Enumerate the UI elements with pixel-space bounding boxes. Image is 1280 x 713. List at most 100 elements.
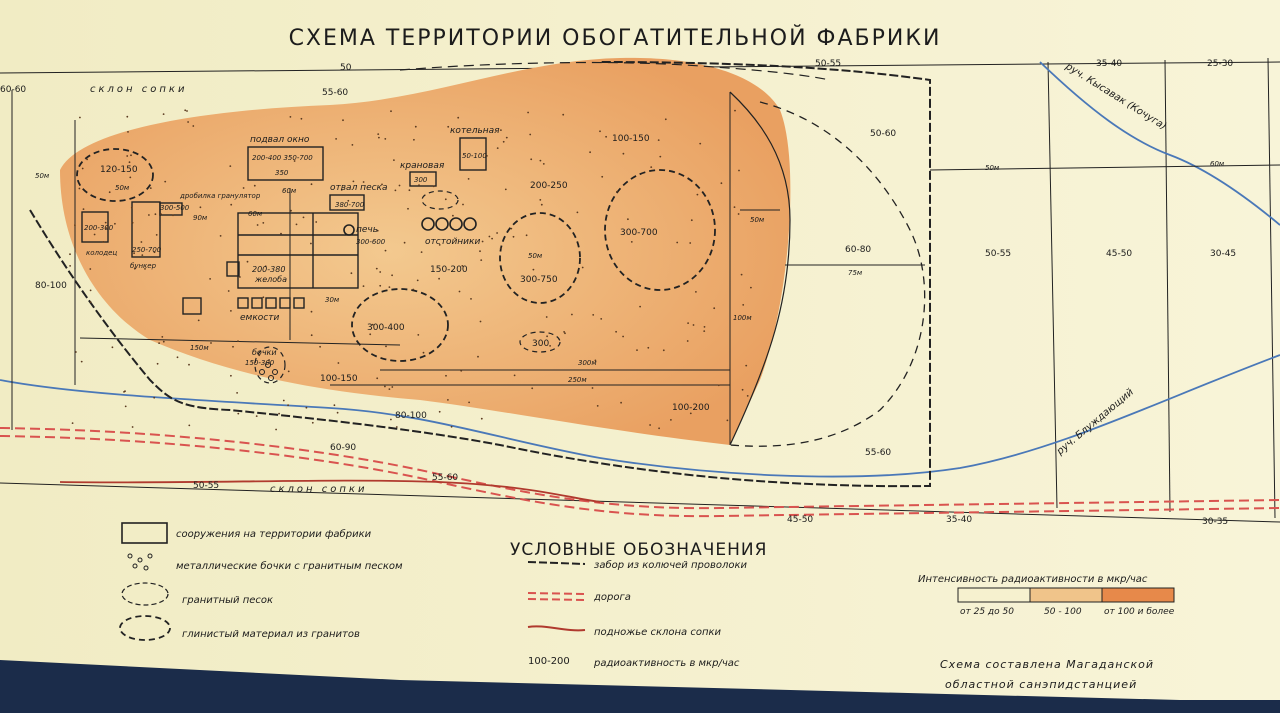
label-barrels-val: 150-300 bbox=[245, 359, 275, 367]
stipple-dot bbox=[300, 117, 303, 120]
stipple-dot bbox=[636, 349, 638, 351]
stipple-dot bbox=[336, 411, 339, 414]
stipple-dot bbox=[532, 268, 535, 271]
stream-upper bbox=[1039, 61, 1280, 226]
label-basement-vals: 200-400 350-700 bbox=[252, 154, 313, 162]
stipple-dot bbox=[687, 322, 689, 324]
stipple-dot bbox=[527, 111, 529, 114]
stipple-dot bbox=[253, 184, 256, 187]
zone-value: 55-60 bbox=[432, 473, 458, 483]
label-small-3: 300-500 bbox=[160, 204, 190, 212]
stipple-dot bbox=[391, 274, 393, 277]
barrels-icon bbox=[127, 553, 153, 571]
stipple-dot bbox=[447, 125, 450, 128]
credit-line-1: Схема составлена Магаданской bbox=[940, 658, 1154, 671]
stipple-dot bbox=[188, 424, 191, 427]
distance-label: 30м bbox=[325, 296, 340, 304]
stipple-dot bbox=[627, 218, 629, 221]
stipple-dot bbox=[79, 116, 81, 119]
stipple-dot bbox=[379, 284, 382, 287]
road-icon bbox=[527, 592, 586, 601]
stipple-dot bbox=[461, 265, 464, 267]
stipple-dot bbox=[89, 301, 92, 303]
stipple-dot bbox=[302, 216, 305, 219]
stipple-dot bbox=[127, 131, 129, 133]
intensity-high-swatch bbox=[1101, 587, 1175, 603]
label-troughs: желоба bbox=[254, 275, 287, 284]
stipple-dot bbox=[703, 330, 706, 332]
zone-value: 55-60 bbox=[322, 88, 348, 98]
stipple-dot bbox=[108, 191, 111, 194]
stipple-dot bbox=[376, 229, 379, 232]
stipple-dot bbox=[676, 241, 679, 244]
stipple-dot bbox=[123, 391, 125, 393]
stipple-dot bbox=[601, 175, 604, 178]
label-basement-val2: 350 bbox=[275, 169, 289, 177]
stipple-dot bbox=[467, 178, 470, 180]
zone-boundary-dashed bbox=[729, 101, 926, 447]
map-title: СХЕМА ТЕРРИТОРИИ ОБОГАТИТЕЛЬНОЙ ФАБРИКИ bbox=[289, 25, 942, 51]
stipple-dot bbox=[319, 345, 321, 348]
stipple-dot bbox=[310, 242, 312, 245]
stipple-dot bbox=[378, 136, 380, 139]
distance-label: 50м bbox=[750, 216, 765, 224]
stipple-dot bbox=[622, 335, 624, 338]
distance-label: 90м bbox=[193, 214, 208, 222]
stipple-dot bbox=[480, 259, 483, 261]
stipple-dot bbox=[438, 277, 440, 280]
label-sand-dump-val: 380-700 bbox=[335, 201, 365, 209]
stipple-dot bbox=[746, 395, 749, 397]
stipple-dot bbox=[102, 241, 105, 243]
stipple-dot bbox=[144, 268, 146, 270]
stipple-dot bbox=[505, 136, 508, 139]
stipple-dot bbox=[289, 116, 292, 118]
stipple-dot bbox=[114, 222, 116, 225]
stipple-dot bbox=[562, 113, 565, 116]
stipple-dot bbox=[229, 165, 232, 168]
stipple-dot bbox=[93, 233, 96, 236]
stipple-dot bbox=[161, 336, 164, 338]
stipple-dot bbox=[450, 425, 453, 428]
stipple-dot bbox=[131, 426, 134, 428]
stipple-dot bbox=[347, 199, 350, 202]
stipple-dot bbox=[734, 109, 736, 112]
intensity-low-swatch bbox=[957, 587, 1031, 603]
stipple-dot bbox=[315, 221, 318, 223]
barrel-dots bbox=[259, 362, 278, 381]
stipple-dot bbox=[510, 227, 513, 230]
stipple-dot bbox=[86, 158, 88, 161]
label-sand-dump: отвал песка bbox=[330, 183, 388, 193]
label-troughs-val: 200-380 bbox=[252, 265, 285, 274]
zone-value: 100-200 bbox=[672, 403, 710, 413]
intensity-mid-label: 50 - 100 bbox=[1044, 607, 1082, 617]
stipple-dot bbox=[539, 199, 542, 201]
label-crane-val: 300 bbox=[414, 176, 428, 184]
buildings bbox=[81, 137, 487, 315]
stipple-dot bbox=[549, 345, 551, 347]
zone-value: 150-200 bbox=[430, 265, 468, 275]
label-crusher: бункер bbox=[130, 262, 157, 270]
stipple-dot bbox=[219, 235, 222, 237]
distance-label: 150м bbox=[190, 344, 209, 352]
distance-label: 60м bbox=[282, 187, 297, 195]
stipple-dot bbox=[333, 404, 336, 407]
zone-value: 80-100 bbox=[395, 411, 427, 421]
stipple-dot bbox=[390, 110, 392, 113]
stipple-dot bbox=[369, 333, 372, 336]
stipple-dot bbox=[479, 320, 482, 323]
stipple-dot bbox=[717, 384, 720, 387]
zone-value: 60-90 bbox=[330, 443, 356, 453]
stipple-dot bbox=[659, 155, 662, 158]
stipple-dot bbox=[639, 305, 641, 308]
zone-value: 80-100 bbox=[35, 281, 67, 291]
stipple-dot bbox=[126, 155, 129, 157]
zone-value: 100-150 bbox=[320, 374, 358, 384]
stipple-dot bbox=[162, 340, 165, 343]
stipple-dot bbox=[162, 113, 165, 115]
stipple-dot bbox=[564, 332, 566, 335]
stipple-dot bbox=[381, 183, 383, 186]
stipple-dot bbox=[239, 276, 241, 278]
stipple-dot bbox=[496, 232, 498, 234]
label-small-1: 200-300 bbox=[84, 224, 114, 232]
stipple-dot bbox=[140, 241, 143, 243]
